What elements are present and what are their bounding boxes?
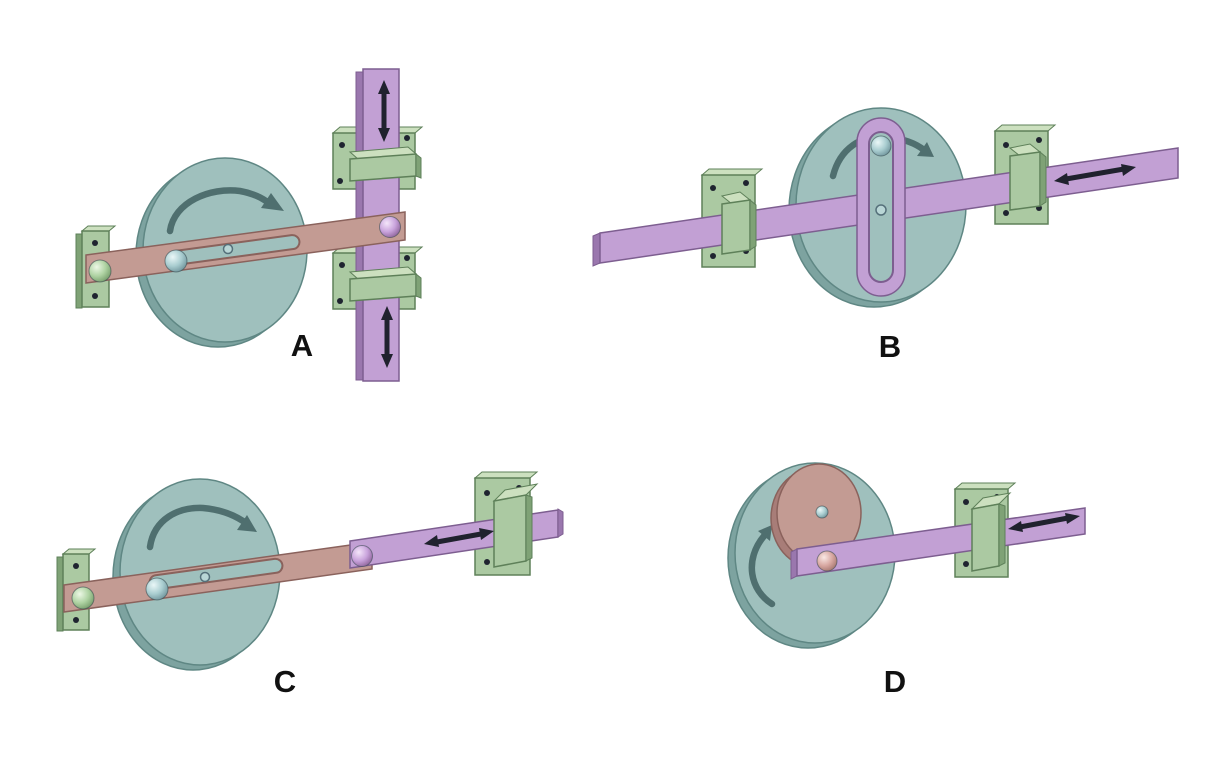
screw-hole: [337, 298, 343, 304]
left-guide-block: [720, 191, 757, 255]
slotted-link-bar: [85, 211, 406, 284]
screw-hole: [1003, 142, 1009, 148]
rotation-arrowhead: [917, 142, 934, 157]
right-guide-block: [492, 483, 539, 568]
screw-hole: [339, 142, 345, 148]
screw-hole: [963, 561, 969, 567]
bottom-guide-block: [348, 266, 422, 302]
block-front-face: [493, 494, 527, 568]
screw-hole: [404, 255, 410, 261]
arrow-shaft: [434, 531, 484, 545]
counterclockwise-rotation-arrow-icon: [748, 532, 776, 608]
anchor-pivot-pin: [88, 259, 112, 283]
block-side-face: [749, 198, 757, 251]
horizontal-double-arrow: [424, 528, 494, 547]
center-pin-hole: [222, 243, 234, 255]
block-front-face: [349, 153, 417, 182]
arrowhead-down: [381, 354, 393, 368]
block-front-face: [1009, 151, 1041, 211]
screw-hole: [73, 617, 79, 623]
top-guide-block: [348, 146, 422, 182]
mechanism-c: C: [56, 471, 564, 699]
screw-hole: [1036, 137, 1042, 143]
slider-pivot-pin: [351, 545, 373, 567]
mechanism-b: B: [592, 107, 1179, 364]
block-front-face: [971, 503, 1000, 572]
panel-label-b: B: [879, 329, 901, 364]
center-pin: [815, 505, 829, 519]
vertical-double-arrow-top: [378, 80, 390, 142]
screw-hole: [337, 178, 343, 184]
right-guide-block: [1008, 143, 1047, 211]
screw-hole: [484, 490, 490, 496]
plate-top-face: [953, 482, 1017, 490]
screw-hole: [710, 185, 716, 191]
arrowhead-left: [424, 535, 439, 547]
bar-end-face: [790, 548, 798, 580]
mechanism-a: A: [75, 68, 424, 382]
arrowhead-down: [378, 128, 390, 142]
screw-hole: [963, 499, 969, 505]
clockwise-rotation-arrow-icon: [146, 504, 247, 551]
screw-hole: [92, 240, 98, 246]
clockwise-rotation-arrow-icon: [166, 187, 270, 235]
block-side-face: [998, 503, 1006, 567]
bar-end-face: [592, 232, 601, 267]
panel-label-a: A: [291, 328, 313, 363]
plate-top-face: [473, 471, 539, 479]
screw-hole: [339, 262, 345, 268]
plate-side-face: [56, 556, 64, 632]
mechanism-d: D: [727, 462, 1086, 699]
screw-hole: [1003, 210, 1009, 216]
block-side-face: [525, 494, 533, 562]
arrowhead-right: [1065, 513, 1080, 524]
screw-hole: [484, 559, 490, 565]
panel-label-d: D: [884, 664, 906, 699]
arrowhead-left: [1054, 173, 1069, 185]
horizontal-double-arrow: [1054, 164, 1136, 185]
crank-pin: [145, 577, 169, 601]
block-front-face: [721, 199, 751, 255]
panel-label-c: C: [274, 664, 296, 699]
arrow-shaft: [1017, 515, 1071, 530]
plate-top-face: [993, 124, 1057, 132]
block-front-face: [349, 273, 417, 302]
crank-pin: [164, 249, 188, 273]
screw-hole: [743, 180, 749, 186]
bar-end-face: [557, 508, 564, 538]
arrowhead-up: [381, 306, 393, 320]
vertical-double-arrow-bottom: [381, 306, 393, 368]
screw-hole: [404, 135, 410, 141]
anchor-pivot-pin: [71, 586, 95, 610]
center-pin-hole: [875, 204, 887, 216]
crank-pin: [870, 135, 892, 157]
slotted-link-bar: [63, 541, 373, 613]
arrow-shaft: [1063, 166, 1127, 182]
arrowhead-up: [378, 80, 390, 94]
plate-side-face: [75, 233, 83, 309]
slider-pivot-pin: [379, 216, 401, 238]
arrowhead-right: [1121, 164, 1136, 176]
screw-hole: [73, 563, 79, 569]
plate-top-face: [700, 168, 764, 176]
rotation-arrowhead: [237, 515, 257, 532]
rotation-arrowhead: [261, 193, 284, 211]
screw-hole: [92, 293, 98, 299]
center-pin-hole: [199, 571, 211, 583]
horizontal-double-arrow: [1008, 513, 1080, 532]
crank-pivot-pin: [816, 550, 838, 572]
arrowhead-right: [479, 528, 494, 540]
screw-hole: [710, 253, 716, 259]
right-guide-block: [970, 492, 1012, 572]
rotation-arrowhead: [758, 525, 772, 541]
block-side-face: [1039, 150, 1047, 207]
block-side-face: [415, 152, 422, 179]
block-side-face: [415, 272, 422, 299]
